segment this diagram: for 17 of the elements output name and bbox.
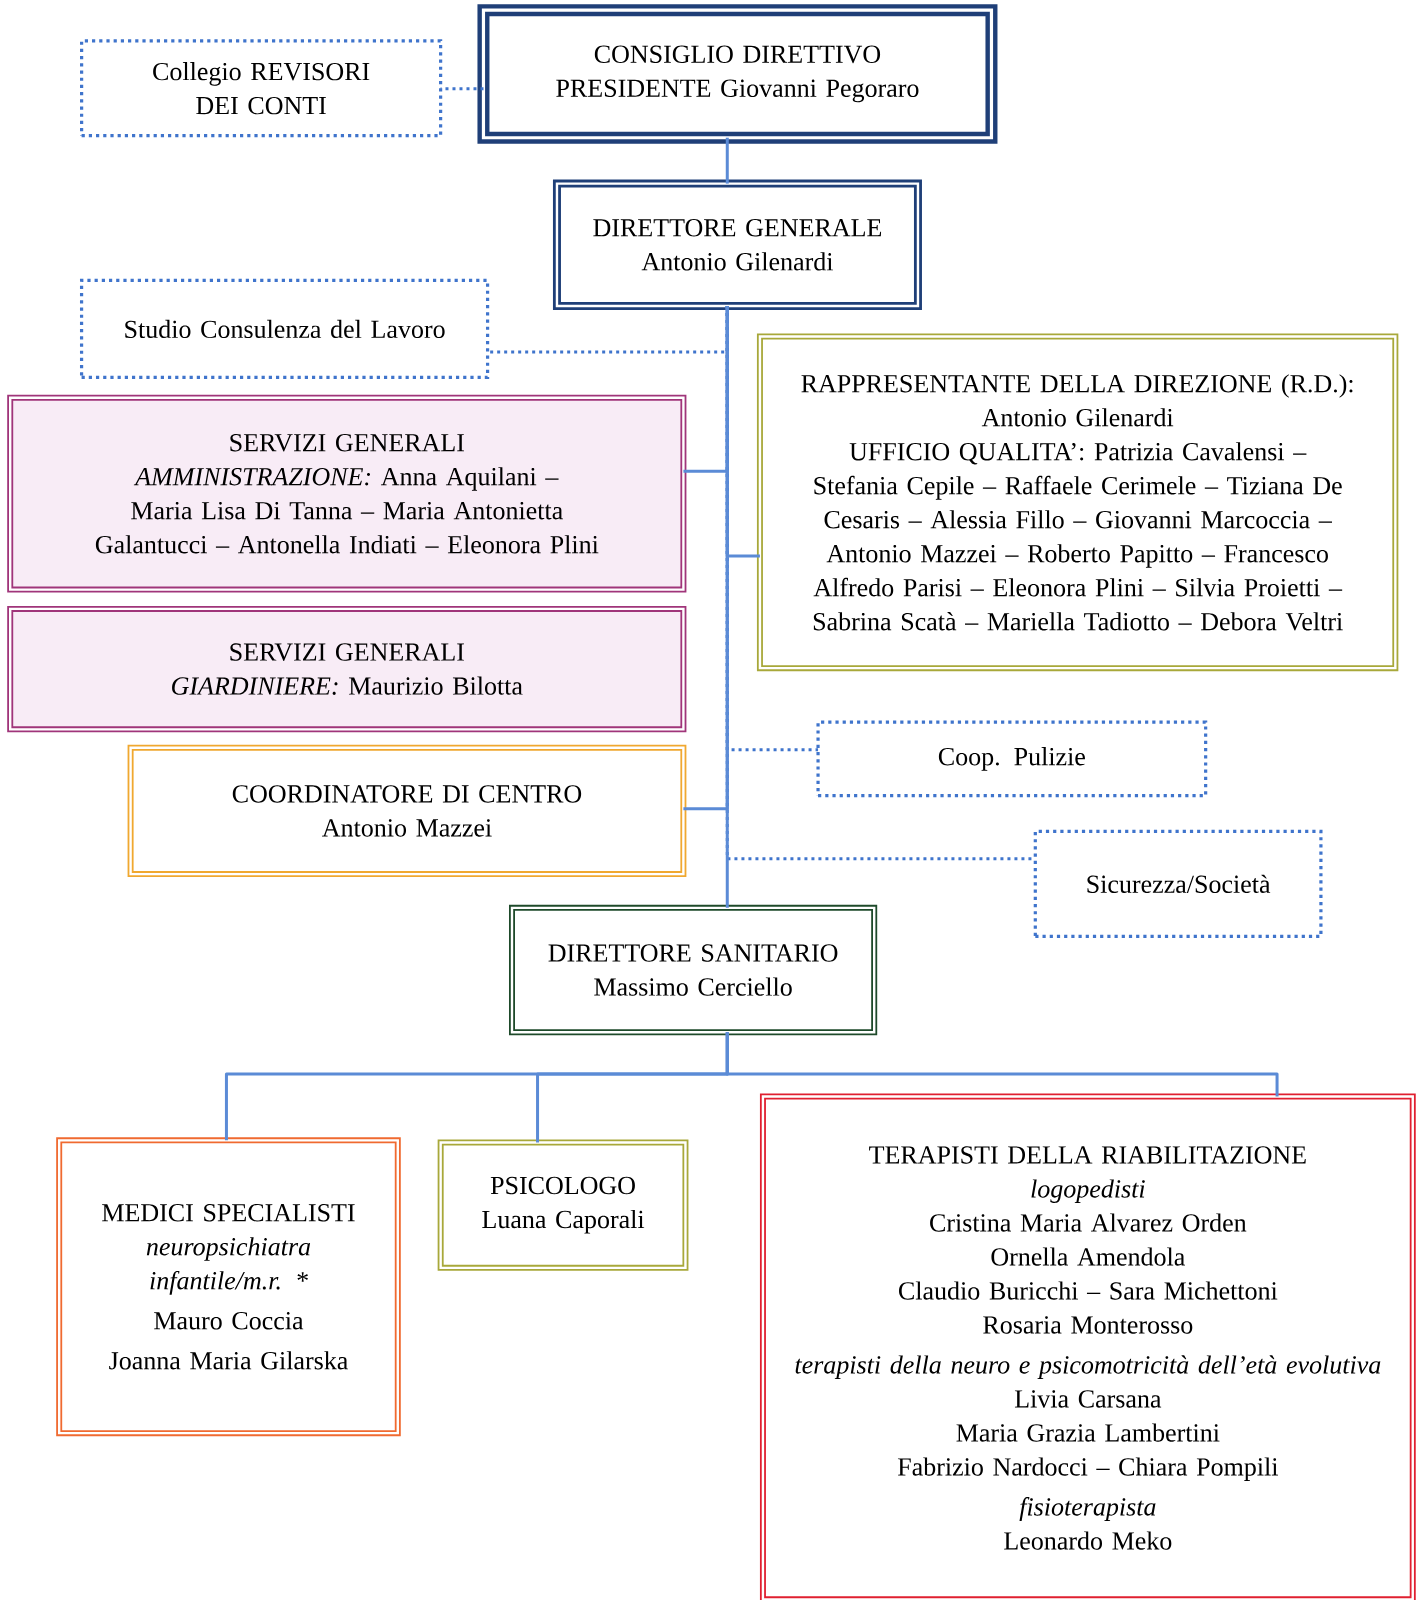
org-box: Collegio REVISORI DEI CONTI bbox=[80, 39, 443, 138]
org-box: TERAPISTI DELLA RIABILITAZIONE logopedisti Cristina Maria Alvarez Orden Ornella Amendola Claudio Buricchi – Sara Michettoni Rosaria Monterosso terapisti della neuro e psicomotricità dell’età evolutiva Livia Carsana Maria Grazia Lambertini Fabrizio Nardocci – Chiara Pompili fisioterapista Leonardo Meko bbox=[759, 1093, 1416, 1600]
org-box: SERVIZI GENERALI GIARDINIERE: Maurizio Bilotta bbox=[7, 605, 687, 733]
org-box: PSICOLOGO Luana Caporali bbox=[437, 1139, 689, 1271]
org-box: Sicurezza/Società bbox=[1033, 829, 1323, 938]
connector-line bbox=[725, 306, 729, 908]
org-box: DIRETTORE SANITARIO Massimo Cerciello bbox=[509, 904, 878, 1036]
org-box: RAPPRESENTANTE DELLA DIREZIONE (R.D.): Antonio Gilenardi UFFICIO QUALITA’: Patrizia Cavalensi – Stefania Cepile – Raffaele Cerimele – Tiziana De Cesaris – Alessia Fillo – Giovanni Marcoccia – Antonio Mazzei – Roberto Papitto – Francesco Alfredo Parisi – Eleonora Plini – Silvia Proietti – Sabrina Scatà – Mariella Tadiotto – Debora Veltri bbox=[756, 333, 1399, 672]
org-box: CONSIGLIO DIRETTIVO PRESIDENTE Giovanni Pegoraro bbox=[477, 4, 998, 144]
org-box: DIRETTORE GENERALE Antonio Gilenardi bbox=[552, 179, 922, 310]
connector-line bbox=[725, 137, 729, 184]
org-box: COORDINATORE DI CENTRO Antonio Mazzei bbox=[127, 744, 687, 878]
org-box: SERVIZI GENERALI AMMINISTRAZIONE: Anna Aquilani – Maria Lisa Di Tanna – Maria Antonietta Galantucci – Antonella Indiati – Eleonora Plini bbox=[7, 394, 687, 593]
org-box: MEDICI SPECIALISTI neuropsichiatra infantile/m.r. * Mauro Coccia Joanna Maria Gilarska bbox=[56, 1137, 401, 1437]
connector-line bbox=[725, 1032, 1279, 1097]
org-box: Coop. Pulizie bbox=[816, 720, 1208, 798]
org-box: Studio Consulenza del Lavoro bbox=[80, 278, 490, 380]
